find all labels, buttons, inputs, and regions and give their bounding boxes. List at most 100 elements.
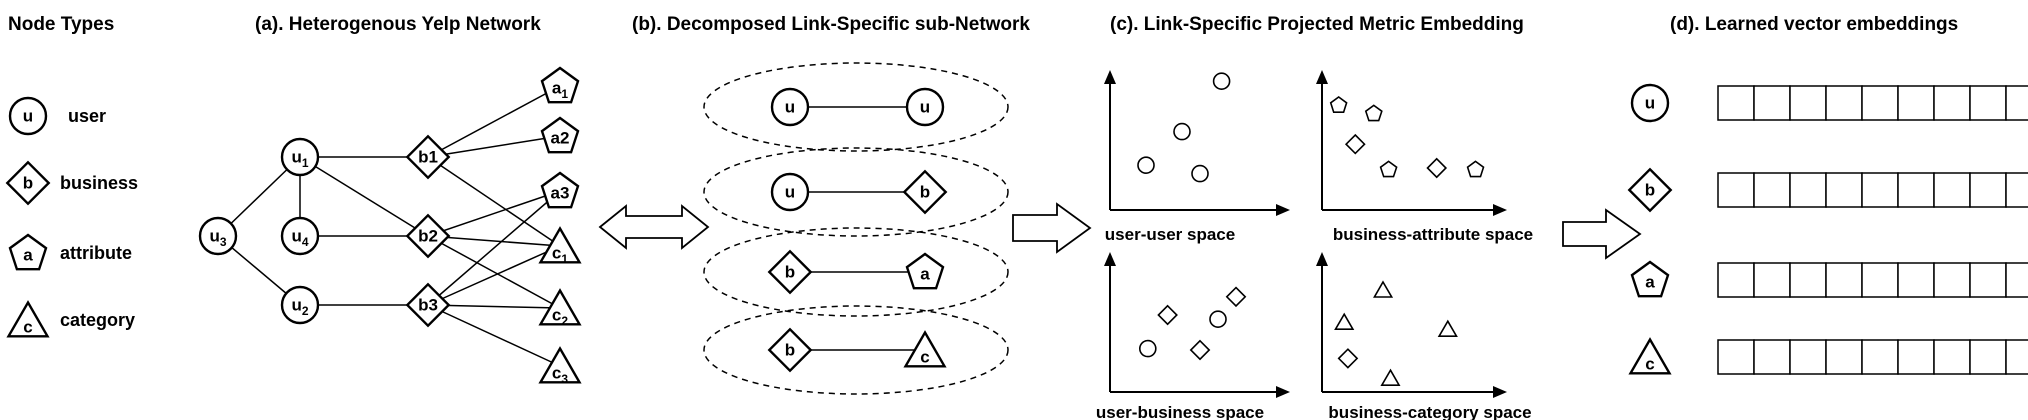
- node-subscript: 4: [302, 235, 309, 249]
- node-subscript: 2: [561, 314, 568, 328]
- y-axis-arrow: [1316, 252, 1328, 266]
- diamond-icon: [5, 160, 51, 206]
- embedding-cell: [1933, 339, 1971, 375]
- embedding-cell: [1933, 85, 1971, 121]
- pentagon-icon: [1630, 260, 1670, 298]
- embedding-point-diamond: [1337, 348, 1359, 369]
- embedding-point-diamond: [1344, 133, 1366, 155]
- network-edges: [217, 85, 561, 367]
- embedding-cell: [1789, 339, 1827, 375]
- node-label: u: [785, 183, 795, 202]
- node-label: b3: [418, 296, 438, 315]
- embedding-cell: [1753, 339, 1791, 375]
- node-u1: [280, 137, 320, 177]
- node-label: u: [1645, 94, 1655, 113]
- node-subscript: 1: [561, 87, 568, 101]
- edge-b2-c2: [427, 235, 561, 309]
- edge-b3-c3: [427, 304, 561, 367]
- node-label: c: [920, 348, 929, 367]
- subnet-circle: [770, 87, 810, 127]
- right-arrow-icon: [1012, 202, 1092, 254]
- x-axis-arrow: [1276, 204, 1290, 216]
- embedding-point-circle: [1173, 122, 1191, 141]
- embedding-cell: [1861, 85, 1899, 121]
- subnetwork-ellipse: [703, 62, 1009, 152]
- node-a1: [540, 66, 580, 104]
- embedding-cell: [1717, 262, 1755, 298]
- embedding-cell: [2005, 172, 2028, 208]
- embedding-cell: [1789, 172, 1827, 208]
- title-panel-c: (c). Link-Specific Projected Metric Embe…: [1110, 14, 1524, 35]
- right-arrow-icon: [1562, 208, 1642, 260]
- pentagon-icon: [8, 233, 48, 271]
- node-label: c: [23, 318, 32, 337]
- title-panel-a: (a). Heterogenous Yelp Network: [255, 14, 541, 35]
- subnet-diamond: [902, 169, 948, 215]
- circle-icon: [8, 96, 48, 136]
- embedding-point-diamond: [1189, 339, 1211, 361]
- node-label: b: [1645, 181, 1655, 200]
- embedding-row: u: [1630, 83, 2028, 123]
- embedding-point-circle: [1137, 156, 1155, 174]
- node-label: u: [785, 98, 795, 117]
- subnetwork-ellipse: [703, 227, 1009, 317]
- node-u2: [280, 285, 320, 325]
- subnet-circle: [770, 172, 810, 212]
- embedding-point-triangle: [1373, 280, 1394, 298]
- node-a3: [540, 171, 580, 209]
- embedding-cell: [2005, 262, 2028, 298]
- embedding-cell: [1897, 85, 1935, 121]
- node-label: a2: [551, 129, 570, 148]
- y-axis-arrow: [1316, 70, 1328, 84]
- node-label: b1: [418, 148, 438, 167]
- metric-space: user-business space: [1096, 252, 1290, 420]
- metric-space: business-attribute space: [1316, 70, 1533, 244]
- subnetwork-ellipse: [703, 147, 1009, 237]
- embedding-cell: [1825, 339, 1863, 375]
- embedding-point-circle: [1212, 72, 1231, 90]
- node-label: a3: [551, 184, 570, 203]
- embedding-cell: [1753, 172, 1791, 208]
- embedding-cell: [2005, 85, 2028, 121]
- space-label: business-category space: [1328, 403, 1531, 420]
- metric-space: business-category space: [1316, 252, 1532, 420]
- subnet-triangle: [903, 330, 947, 368]
- triangle-icon: [1628, 337, 1672, 375]
- subnet-circle: [905, 87, 945, 127]
- subnet-diamond: [767, 249, 813, 295]
- node-label: b: [785, 263, 795, 282]
- space-label: user-business space: [1096, 403, 1264, 420]
- subnetwork-ellipse: [703, 305, 1009, 395]
- title-panel-d: (d). Learned vector embeddings: [1670, 14, 1958, 35]
- embedding-point-circle: [1139, 339, 1157, 358]
- embedding-cell: [1753, 85, 1791, 121]
- x-axis-arrow: [1493, 204, 1507, 216]
- diamond-icon: [1627, 167, 1673, 213]
- embedding-cell: [1897, 339, 1935, 375]
- space-label: business-attribute space: [1333, 225, 1533, 244]
- subnet-diamond: [767, 327, 813, 373]
- embedding-cell: [1753, 262, 1791, 298]
- node-subscript: 3: [561, 372, 568, 386]
- embedding-point-diamond: [1426, 157, 1448, 179]
- embedding-cell: [1861, 339, 1899, 375]
- embedding-row: c: [1628, 337, 2028, 375]
- edge-b2-a3: [427, 190, 561, 237]
- embedding-point-triangle: [1437, 319, 1458, 338]
- node-label: a: [23, 246, 33, 265]
- legend-label-attribute: attribute: [60, 243, 132, 263]
- embedding-cell: [1969, 85, 2007, 121]
- embedding-point-triangle: [1334, 312, 1355, 331]
- x-axis-arrow: [1276, 386, 1290, 398]
- x-axis-arrow: [1493, 386, 1507, 398]
- embedding-point-circle: [1209, 310, 1227, 329]
- embedding-cell: [1825, 85, 1863, 121]
- node-label: a: [920, 265, 930, 284]
- node-label: b: [23, 174, 33, 193]
- edge-u1-b2: [299, 156, 429, 237]
- legend-label-user: user: [68, 106, 106, 126]
